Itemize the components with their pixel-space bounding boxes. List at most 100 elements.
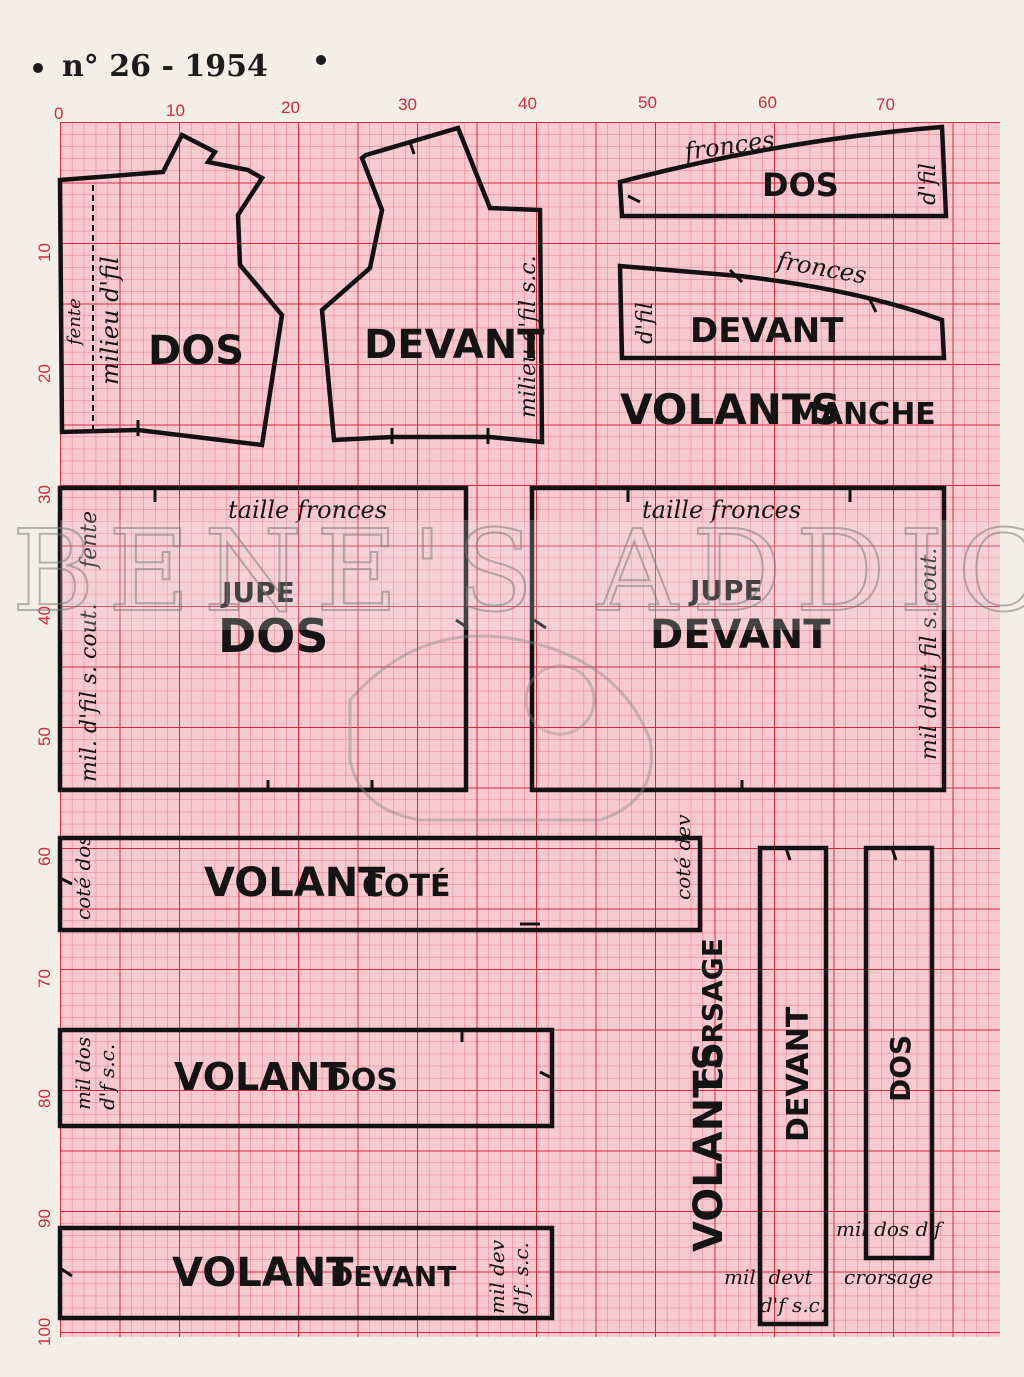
piece-skirt-front: taille fronces JUPE DEVANT mil droit fil…: [529, 485, 947, 793]
flounce-front-outline: [57, 1225, 555, 1321]
sleeve-front-outline: [617, 263, 947, 361]
x-label: 60: [758, 93, 777, 112]
flounce-front-title-small: DEVANT: [330, 1260, 456, 1293]
piece-sleeve-front: DEVANT fronces d'fil: [617, 246, 947, 361]
bodice-front-title: DEVANT: [364, 322, 545, 368]
y-label: 70: [35, 969, 54, 988]
skirt-front-note-top: taille fronces: [642, 496, 801, 524]
strip-front-title: DEVANT: [781, 1006, 816, 1142]
volants-corsage-big: VOLANTS: [686, 1042, 732, 1252]
y-label: 50: [35, 727, 54, 746]
y-axis-labels: 10 20 30 40 50 60 70 80 90 100: [35, 243, 54, 1346]
flounce-front-title-big: VOLANT: [172, 1250, 354, 1296]
notch: [539, 1070, 553, 1080]
label-volants-corsage: VOLANTS CORSAGE: [686, 938, 732, 1252]
strip-back-note-2: crorsage: [844, 1265, 933, 1289]
skirt-back-outline: [57, 485, 469, 793]
sleeve-back-note-dfil: d'fil: [916, 163, 941, 205]
sleeve-back-outline: [617, 124, 949, 219]
skirt-back-title-small: JUPE: [220, 576, 295, 609]
skirt-back-note-fente: fente: [77, 511, 102, 570]
piece-bodice-back: DOS milieu d'fil fente: [57, 131, 285, 448]
x-label: 20: [281, 98, 300, 117]
piece-flounce-front: VOLANT DEVANT mil dev d'f. s.c.: [57, 1225, 555, 1321]
sleeve-back-title: DOS: [762, 166, 839, 204]
piece-strip-front: DEVANT mil. devt d'f s.c.: [724, 845, 829, 1327]
piece-flounce-back: VOLANT DOS mil dos d'f s.c.: [57, 1027, 555, 1129]
x-label: 40: [518, 94, 537, 113]
notch: [728, 268, 744, 284]
watermark: BENE'S ADDICT: [11, 506, 1024, 822]
x-label: 10: [166, 101, 185, 120]
bodice-back-note-center: milieu d'fil: [96, 256, 124, 385]
flounce-side-note-right: coté dev: [671, 814, 695, 900]
flounce-back-title-big: VOLANT: [174, 1055, 346, 1099]
label-volants-manche: VOLANTS MANCHE: [620, 385, 936, 434]
strip-front-outline: [757, 845, 829, 1327]
notch: [784, 847, 792, 861]
strip-back-title: DOS: [884, 1035, 917, 1102]
piece-skirt-back: taille fronces JUPE DOS mil. d'fil s. co…: [57, 485, 469, 793]
x-label: 70: [876, 95, 895, 114]
notch: [455, 618, 469, 630]
volants-manche-small: MANCHE: [790, 397, 936, 432]
flounce-side-title-big: VOLANT: [204, 860, 386, 906]
notch: [533, 618, 547, 630]
piece-flounce-side: VOLANT COTÉ coté dos coté dev: [57, 814, 703, 933]
piece-bodice-front: DEVANT milieu d'fil s.c.: [319, 125, 545, 445]
notch: [890, 847, 898, 861]
watermark-band: [60, 520, 1000, 630]
flounce-back-note-left-2: d'f s.c.: [95, 1044, 119, 1110]
bullet-right-icon: [316, 55, 326, 65]
sewing-machine-watermark-icon: [348, 634, 653, 822]
skirt-front-title-small: JUPE: [688, 574, 763, 607]
notch: [59, 1266, 73, 1278]
flounce-back-note-left-1: mil dos: [71, 1037, 95, 1110]
sewing-machine-wheel-icon: [524, 664, 596, 736]
bodice-front-note-center: milieu d'fil s.c.: [516, 255, 541, 418]
skirt-front-outline: [529, 485, 947, 793]
sleeve-front-title: DEVANT: [690, 311, 844, 351]
flounce-front-note-right-1: mil dev: [485, 1239, 509, 1314]
strip-back-note-1: mil dos d'f: [836, 1217, 945, 1241]
y-label: 40: [35, 606, 54, 625]
flounce-side-title-small: COTÉ: [362, 868, 450, 904]
y-label: 30: [35, 485, 54, 504]
watermark-text: BENE'S ADDICT: [12, 507, 1024, 637]
strip-front-note-2: d'f s.c.: [760, 1293, 826, 1317]
piece-strip-back: DOS mil dos d'f crorsage: [836, 845, 945, 1289]
flounce-side-outline: [57, 835, 703, 933]
x-label: 30: [398, 95, 417, 114]
y-label: 100: [35, 1318, 54, 1346]
skirt-front-title-big: DEVANT: [650, 612, 831, 658]
flounce-back-title-small: DOS: [326, 1063, 398, 1098]
notch: [627, 194, 641, 204]
y-label: 20: [35, 364, 54, 383]
notch: [868, 299, 878, 313]
y-label: 60: [35, 847, 54, 866]
notch: [59, 876, 73, 886]
sleeve-front-note-dfil: d'fil: [633, 302, 658, 344]
flounce-front-note-right-2: d'f. s.c.: [509, 1242, 533, 1314]
bodice-back-title: DOS: [148, 328, 244, 374]
x-axis-labels: 0 10 20 30 40 50 60 70: [54, 93, 895, 123]
skirt-back-note-top: taille fronces: [228, 496, 387, 524]
y-label: 90: [35, 1209, 54, 1228]
strip-front-note-1: mil. devt: [724, 1265, 813, 1289]
notch: [408, 141, 416, 155]
volants-manche-big: VOLANTS: [620, 385, 841, 434]
flounce-side-note-left: coté dos: [71, 835, 95, 920]
flounce-back-outline: [57, 1027, 555, 1129]
strip-back-outline: [863, 845, 935, 1261]
issue-number: n° 26 - 1954: [62, 49, 268, 84]
y-label: 80: [35, 1089, 54, 1108]
x-label: 0: [54, 104, 63, 123]
bodice-back-note-fente: fente: [64, 298, 85, 347]
bodice-back-outline: [57, 131, 285, 448]
volants-corsage-small: CORSAGE: [696, 938, 729, 1088]
skirt-back-note-side: mil. d'fil s. cout.: [77, 603, 102, 782]
y-label: 10: [35, 243, 54, 262]
x-label: 50: [638, 93, 657, 112]
